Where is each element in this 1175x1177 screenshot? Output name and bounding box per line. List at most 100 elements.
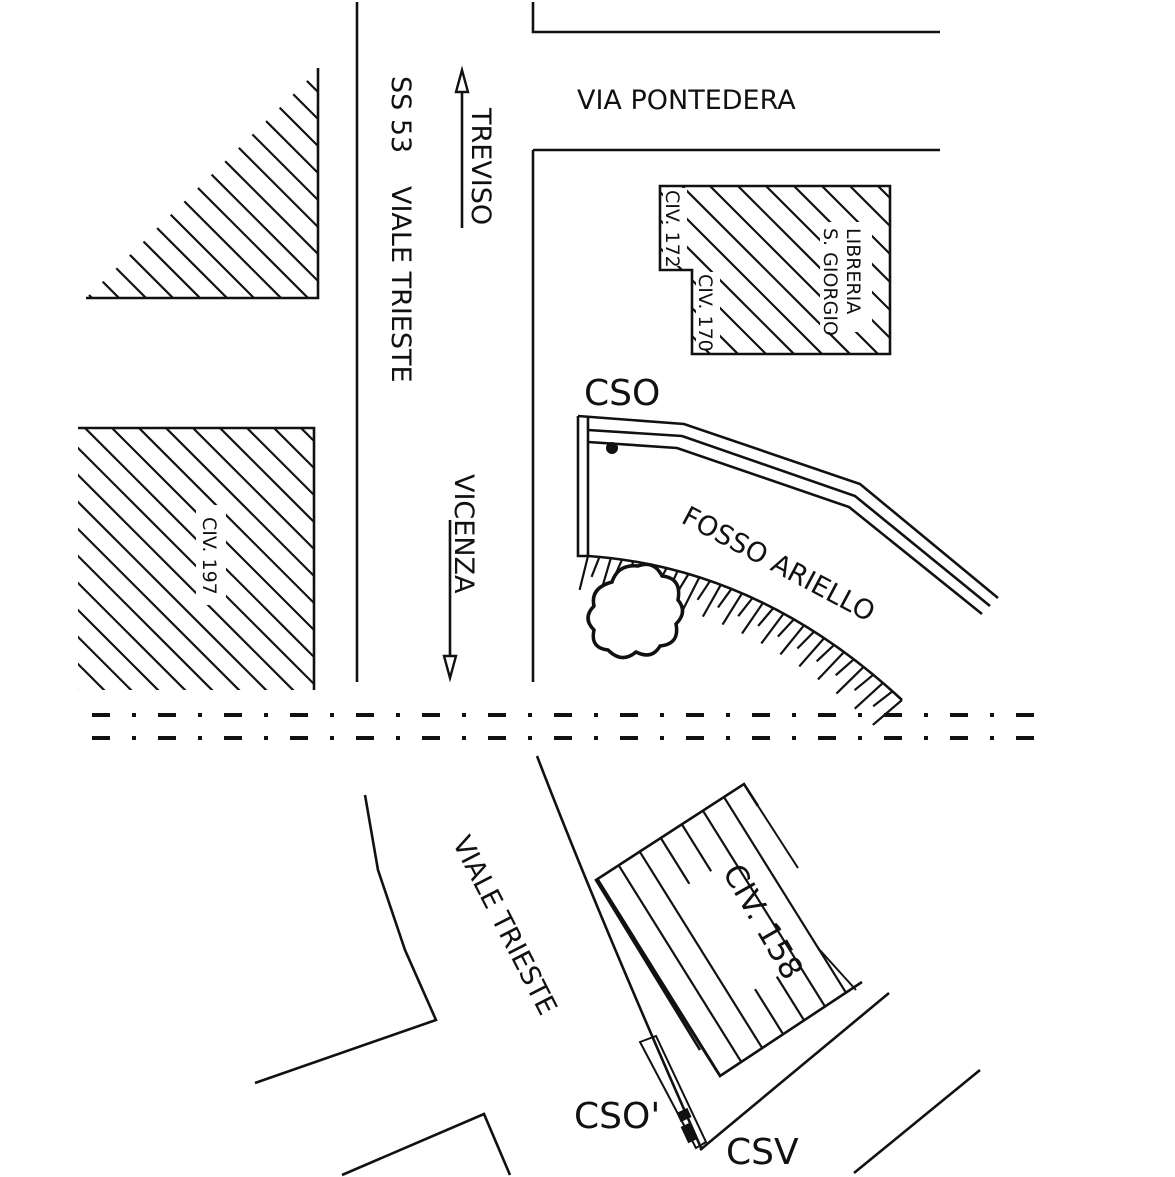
hatch-line bbox=[843, 186, 890, 354]
hatch-line bbox=[86, 70, 159, 298]
hatch-line bbox=[78, 527, 241, 690]
treviso-label: TREVISO bbox=[465, 107, 496, 225]
embankment-tick bbox=[779, 624, 805, 656]
hatch-line bbox=[956, 180, 1136, 360]
hatch-line bbox=[1068, 180, 1175, 360]
hatch-line bbox=[78, 446, 314, 686]
hatch-line bbox=[340, 60, 590, 310]
csv-label: CSV bbox=[726, 1132, 799, 1173]
embankment-tick bbox=[757, 607, 775, 627]
embankment-tick bbox=[681, 576, 701, 611]
hatch-line bbox=[86, 70, 294, 298]
hatch-line bbox=[0, 60, 23, 310]
hatch-line bbox=[835, 784, 862, 952]
hatch-line bbox=[299, 428, 314, 443]
embankment-tick bbox=[872, 690, 894, 708]
hatch-line bbox=[928, 180, 1108, 360]
embankment-tick bbox=[872, 699, 903, 726]
embankment-tick bbox=[701, 584, 722, 618]
csv-valve-icon bbox=[680, 1122, 698, 1144]
side-street-corner bbox=[341, 1112, 512, 1177]
hatch-line bbox=[871, 186, 890, 354]
civ-172-label: CIV. 172 bbox=[661, 190, 683, 268]
lot-edge-southeast bbox=[853, 1068, 981, 1175]
ditch-line-inner bbox=[587, 440, 983, 616]
hatch-line bbox=[0, 60, 50, 310]
hatch-line bbox=[86, 70, 105, 298]
cso-marker-icon bbox=[606, 442, 618, 454]
embankment-tick bbox=[737, 597, 754, 617]
embankment-tick bbox=[777, 618, 795, 638]
embankment-tick bbox=[798, 637, 825, 668]
arrow-down-icon bbox=[442, 654, 458, 683]
hatch-line bbox=[424, 180, 604, 360]
hatch-line bbox=[78, 473, 295, 690]
embankment-tick bbox=[834, 658, 855, 677]
embankment-tick bbox=[854, 682, 884, 710]
hatch-line bbox=[123, 70, 318, 298]
hatch-line bbox=[984, 180, 1164, 360]
hatch-line bbox=[401, 420, 681, 700]
embankment-tick bbox=[815, 644, 835, 663]
hatch-line bbox=[86, 70, 213, 298]
hatch-line bbox=[204, 70, 318, 298]
building-libreria: LIBRERIA S. GIORGIO CIV. 172 CIV. 170 bbox=[424, 180, 1175, 360]
hatch-line bbox=[86, 70, 186, 298]
cso-prime-marker-icon bbox=[676, 1107, 692, 1123]
road-edges bbox=[254, 2, 981, 1177]
hatch-line bbox=[218, 428, 314, 524]
hatch-line bbox=[86, 70, 318, 298]
arrow-south bbox=[442, 520, 458, 683]
via-pontedera-label: VIA PONTEDERA bbox=[577, 85, 796, 116]
hatch-line bbox=[258, 70, 318, 298]
hatch-line bbox=[455, 420, 735, 700]
hatch-line bbox=[78, 581, 187, 690]
hatch-line bbox=[772, 784, 862, 993]
hatch-line bbox=[78, 554, 214, 690]
hatch-line bbox=[245, 428, 314, 497]
embankment-tick bbox=[853, 673, 874, 692]
embankment-tick bbox=[835, 666, 865, 695]
cso-prime-label: CSO' bbox=[574, 1096, 660, 1137]
section-break bbox=[92, 713, 1040, 740]
hatch-line bbox=[78, 635, 133, 690]
via-pontedera-north-edge bbox=[531, 2, 940, 34]
tree-icon bbox=[586, 562, 685, 660]
hatch-line bbox=[96, 70, 318, 298]
civ-170-label: CIV. 170 bbox=[694, 274, 716, 352]
hatch-line bbox=[78, 500, 268, 690]
hatch-line bbox=[86, 70, 267, 298]
viale-trieste-north-label: VIALE TRIESTE bbox=[385, 186, 416, 383]
hatch-line bbox=[0, 60, 77, 310]
hatch-line bbox=[1040, 180, 1175, 360]
hatch-line bbox=[1012, 180, 1175, 360]
embankment-tick bbox=[696, 580, 712, 601]
hatch-line bbox=[815, 186, 890, 354]
hatch-line bbox=[814, 784, 862, 966]
hatch-line bbox=[137, 428, 314, 605]
hatch-line bbox=[78, 689, 79, 690]
hatch-line bbox=[793, 784, 862, 980]
hatch-line bbox=[0, 420, 60, 700]
embankment-tick bbox=[721, 592, 743, 626]
hatch-line bbox=[787, 186, 890, 354]
building-civ-197: CIV. 197 bbox=[0, 420, 735, 700]
libreria-label-line2: S. GIORGIO bbox=[819, 228, 841, 336]
lot-edge-csv bbox=[699, 992, 890, 1151]
hatch-line bbox=[86, 70, 132, 298]
embankment-tick bbox=[760, 612, 785, 645]
hatch-line bbox=[110, 428, 314, 632]
embankment-tick bbox=[796, 630, 815, 650]
hatch-line bbox=[312, 70, 318, 298]
arrow-up-icon bbox=[454, 65, 470, 94]
hatch-line bbox=[0, 420, 33, 700]
hatch-line bbox=[78, 662, 106, 690]
hatch-line bbox=[164, 428, 314, 578]
cso-prime-structure bbox=[638, 1034, 708, 1150]
hatch-line bbox=[78, 608, 160, 690]
hatch-line bbox=[374, 420, 654, 700]
hatch-line bbox=[150, 70, 318, 298]
hatch-line bbox=[900, 180, 1080, 360]
ditch-line-outer bbox=[577, 414, 999, 600]
